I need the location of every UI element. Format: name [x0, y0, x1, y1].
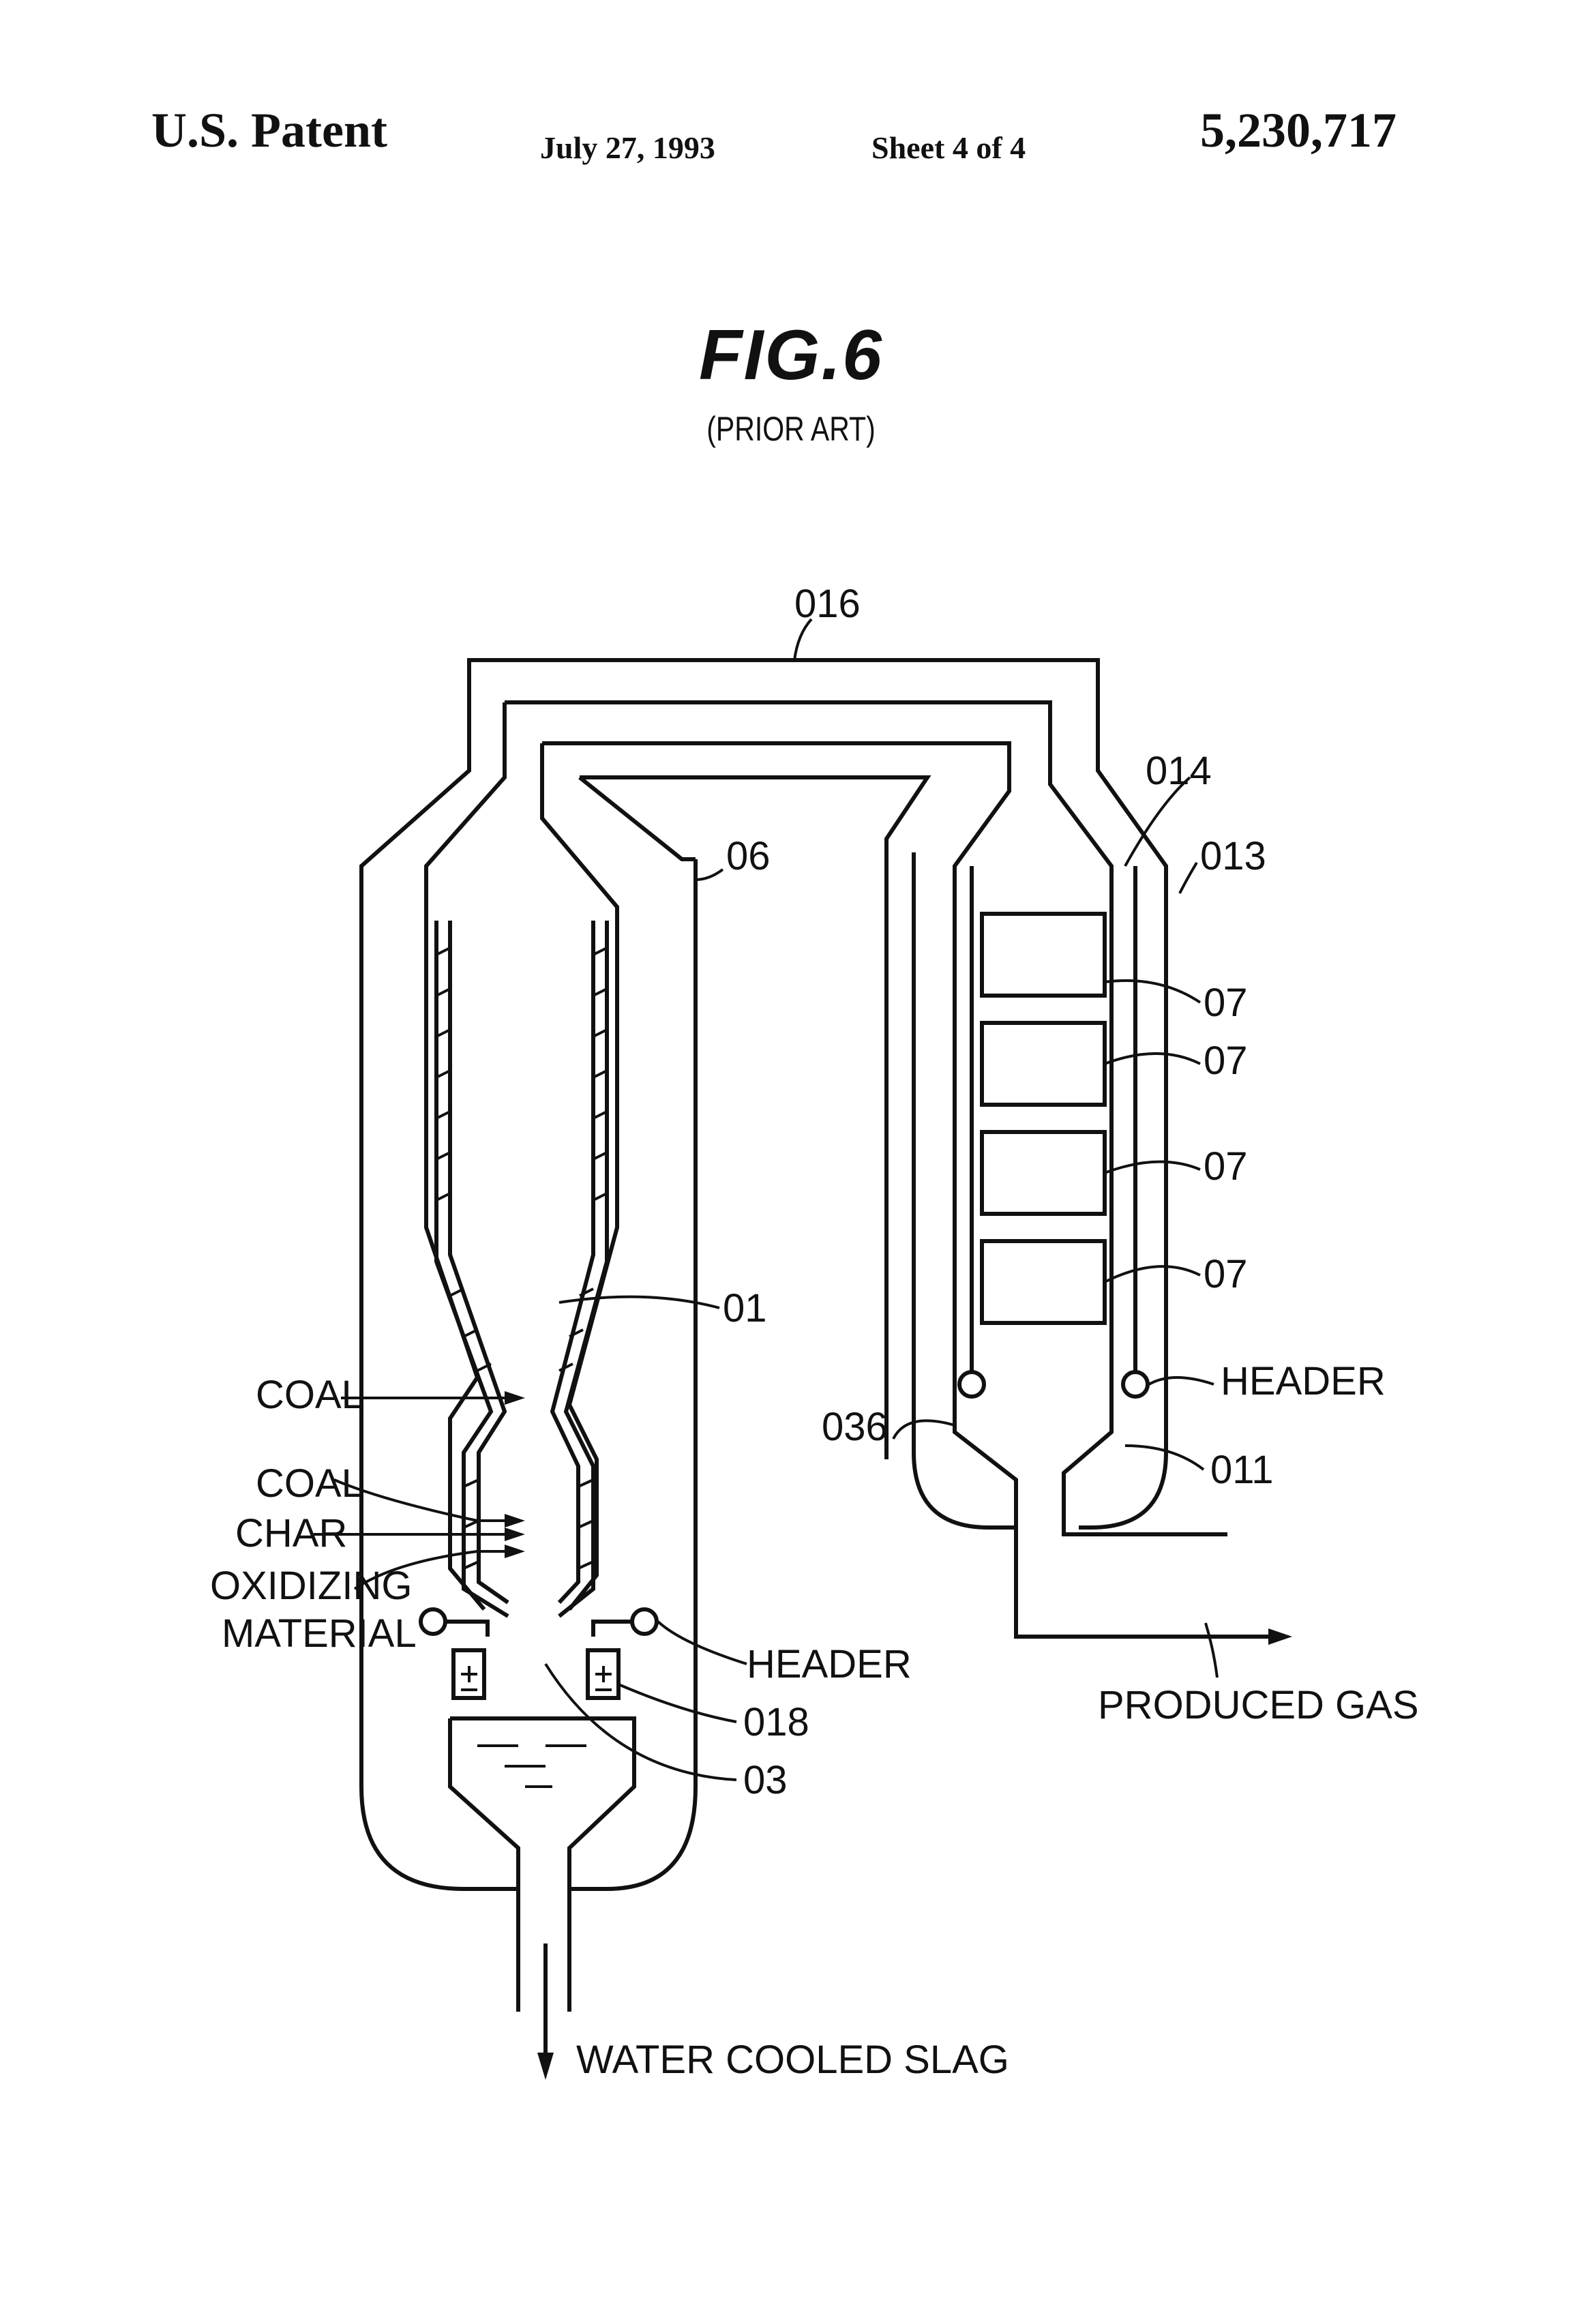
label-014: 014 [1146, 749, 1212, 793]
header-circle-exch-right [1123, 1372, 1148, 1397]
heat-exchanger-3 [982, 1132, 1105, 1214]
duct-016-inner [542, 743, 1009, 1357]
divider-wall-06 [580, 777, 927, 1459]
label-06: 06 [726, 834, 771, 878]
outer-vessel-left [361, 660, 702, 1889]
gasifier-refractory-left [436, 921, 508, 1616]
label-07-2: 07 [1204, 1039, 1248, 1083]
slag-bath [450, 1718, 634, 2012]
label-07-1: 07 [1204, 981, 1248, 1025]
label-01: 01 [723, 1286, 767, 1330]
slag-pot-right [588, 1650, 618, 1698]
duct-016-outer [702, 660, 1166, 1528]
label-036: 036 [822, 1405, 888, 1449]
divider-wall-06-left [580, 777, 696, 859]
header-circle-right [632, 1609, 657, 1634]
heat-exchanger-4 [982, 1241, 1105, 1323]
label-water-cooled-slag: WATER COOLED SLAG [576, 2038, 1009, 2082]
slag-pot-left [453, 1650, 484, 1698]
label-07-4: 07 [1204, 1252, 1248, 1296]
slag-arrow-head [537, 2053, 554, 2080]
header-pipes [445, 1622, 632, 1637]
label-produced-gas: PRODUCED GAS [1098, 1683, 1419, 1727]
duct-016-middle [505, 702, 1111, 1357]
label-coal: COAL [256, 1461, 363, 1506]
label-013: 013 [1200, 834, 1266, 878]
heat-exchanger-1 [982, 914, 1105, 996]
label-07-3: 07 [1204, 1144, 1248, 1189]
exchanger-inner-left [955, 1357, 1152, 1637]
produced-gas-arrow [1268, 1628, 1292, 1645]
label-03: 03 [743, 1758, 788, 1802]
label-016: 016 [794, 582, 861, 626]
heat-exchanger-2 [982, 1023, 1105, 1105]
header-circle-left [421, 1609, 445, 1634]
label-011: 011 [1210, 1448, 1273, 1492]
label-header-left: HEADER [747, 1642, 912, 1686]
header-circle-exch-left [959, 1372, 984, 1397]
label-coal-top: COAL [256, 1373, 363, 1417]
water-lines [477, 1746, 586, 1787]
label-material: MATERIAL [222, 1611, 417, 1656]
label-oxidizing: OXIDIZING [210, 1564, 412, 1608]
label-char: CHAR [235, 1511, 347, 1555]
label-header-right: HEADER [1221, 1359, 1386, 1403]
exchanger-outer [914, 852, 1016, 1528]
label-018: 018 [743, 1700, 809, 1744]
